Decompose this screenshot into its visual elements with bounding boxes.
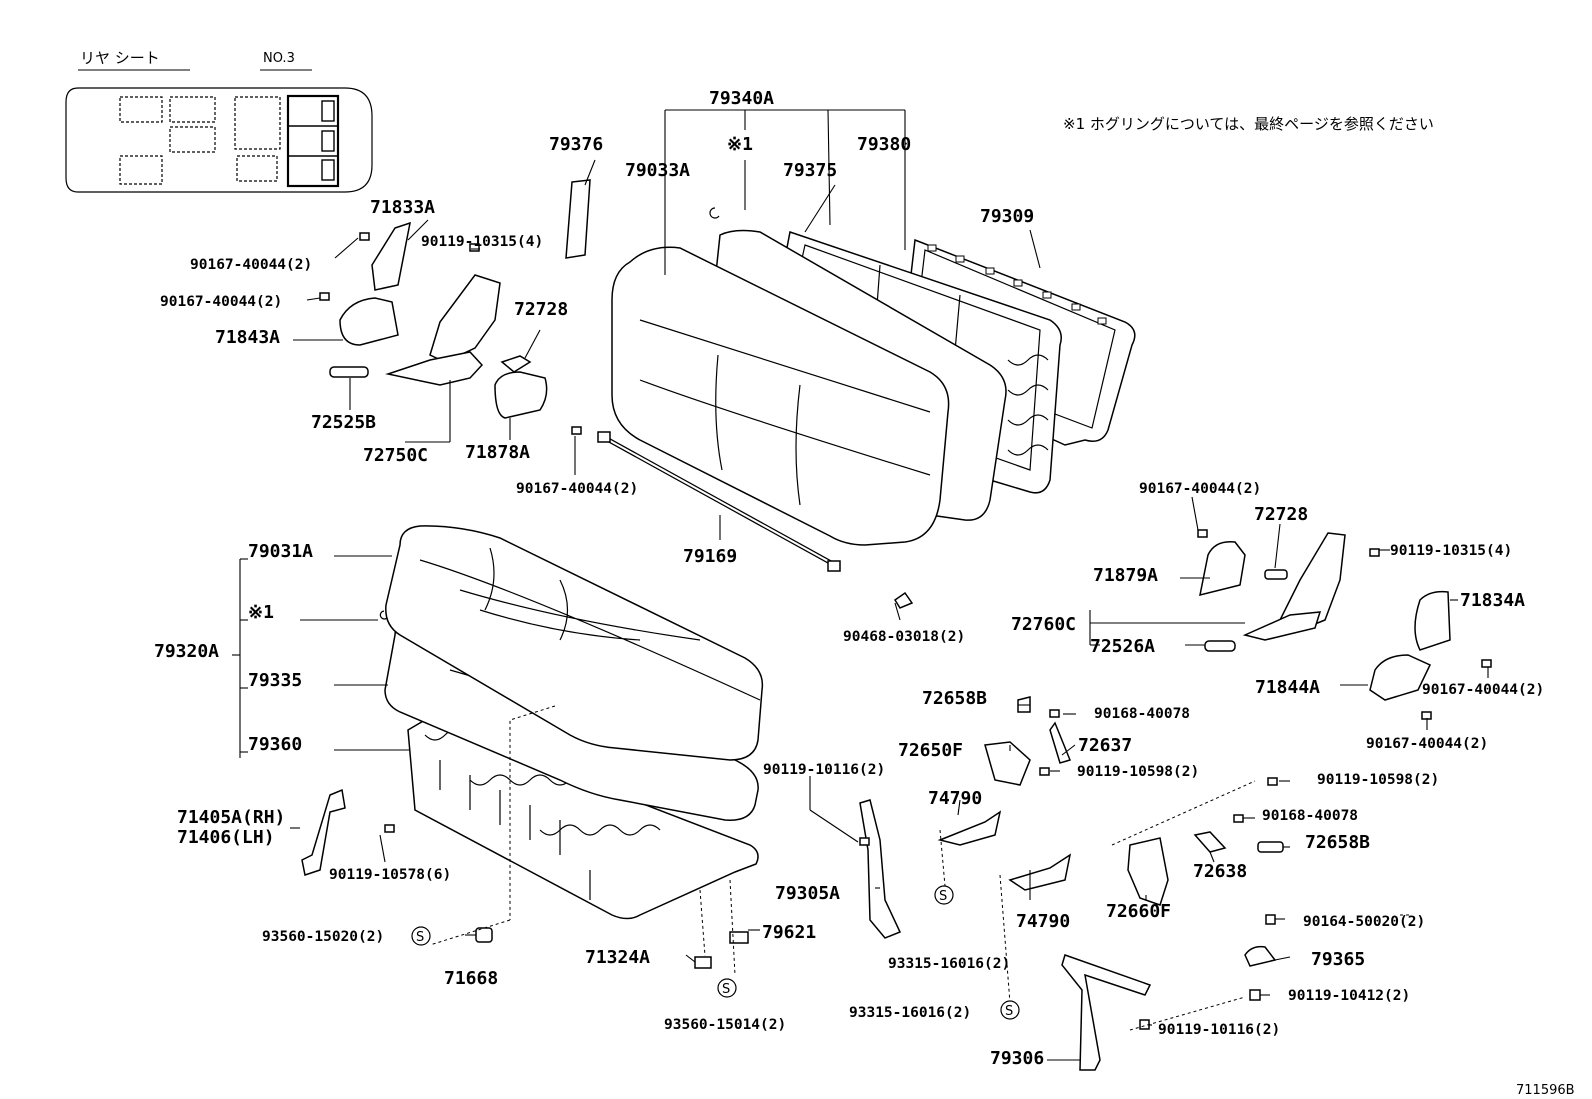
part-label-79305A: 79305A xyxy=(775,883,840,904)
part-label-ring-ref-lower: ※1 xyxy=(248,602,274,623)
section-title: リヤ シート xyxy=(80,49,160,67)
part-label-71668: 71668 xyxy=(444,968,498,989)
part-label-90119-10578: 90119-10578(6) xyxy=(329,867,451,883)
part-label-90119-10598-right: 90119-10598(2) xyxy=(1317,772,1439,788)
part-label-72728-left: 72728 xyxy=(514,299,568,320)
part-label-ring-ref-upper: ※1 xyxy=(727,134,753,155)
part-label-72525B: 72525B xyxy=(311,412,376,433)
part-label-79375: 79375 xyxy=(783,160,837,181)
part-label-79360: 79360 xyxy=(248,734,302,755)
part-label-79621: 79621 xyxy=(762,922,816,943)
svg-text:S: S xyxy=(416,930,424,945)
part-label-79340A: 79340A xyxy=(709,88,774,109)
part-label-90468-03018: 90468-03018(2) xyxy=(843,629,965,645)
part-label-72526A: 72526A xyxy=(1090,636,1155,657)
hog-ring-lower xyxy=(379,610,388,620)
svg-text:S: S xyxy=(939,889,947,904)
lower-rod xyxy=(597,431,841,572)
part-label-74790-lower: 74790 xyxy=(1016,911,1070,932)
part-label-79169: 79169 xyxy=(683,546,737,567)
left-recliner-hardware xyxy=(319,221,582,435)
part-label-93315-16016-b: 93315-16016(2) xyxy=(849,1005,971,1021)
part-label-72637: 72637 xyxy=(1078,735,1132,756)
part-label-79031A: 79031A xyxy=(248,541,313,562)
part-label-90119-10315-left: 90119-10315(4) xyxy=(421,234,543,250)
part-label-90164-50020: 90164-50020(2) xyxy=(1303,914,1425,930)
part-label-79380: 79380 xyxy=(857,134,911,155)
part-label-72658B-upper: 72658B xyxy=(922,688,987,709)
part-label-72660F: 72660F xyxy=(1106,901,1171,922)
part-label-90119-10412: 90119-10412(2) xyxy=(1288,988,1410,1004)
part-label-90119-10315-right: 90119-10315(4) xyxy=(1390,543,1512,559)
part-label-71833A: 71833A xyxy=(370,197,435,218)
part-label-93560-15014: 93560-15014(2) xyxy=(664,1017,786,1033)
brackets-and-fasteners xyxy=(301,591,1284,1071)
part-label-72650F: 72650F xyxy=(898,740,963,761)
part-label-72760C: 72760C xyxy=(1011,614,1076,635)
part-label-90167-40044-a: 90167-40044(2) xyxy=(190,257,312,273)
part-label-90167-40044-b: 90167-40044(2) xyxy=(160,294,282,310)
part-label-90167-40044-c: 90167-40044(2) xyxy=(516,481,638,497)
part-label-71879A: 71879A xyxy=(1093,565,1158,586)
drawing-code: 711596B xyxy=(1516,1083,1575,1098)
part-label-90119-10598-center: 90119-10598(2) xyxy=(1077,764,1199,780)
vehicle-layout-thumbnail xyxy=(65,87,373,193)
part-label-71844A: 71844A xyxy=(1255,677,1320,698)
part-label-71834A: 71834A xyxy=(1460,590,1525,611)
svg-text:S: S xyxy=(722,982,730,997)
hog-ring-upper xyxy=(709,207,720,219)
seat-back-cover xyxy=(611,246,950,546)
part-labels: 79340A 79376 ※1 79380 79033A 79375 79309… xyxy=(154,88,1544,1069)
part-label-72728-right: 72728 xyxy=(1254,504,1308,525)
part-label-79335: 79335 xyxy=(248,670,302,691)
hog-ring-note: ※1 ホグリングについては、最終ページを参照ください xyxy=(1063,115,1434,133)
leader-lines xyxy=(232,109,1489,1061)
part-label-71878A: 71878A xyxy=(465,442,530,463)
part-label-90168-40078-lower: 90168-40078 xyxy=(1262,808,1358,824)
part-label-90167-40044-e: 90167-40044(2) xyxy=(1422,682,1544,698)
part-label-90119-10116-lower: 90119-10116(2) xyxy=(1158,1022,1280,1038)
part-label-93315-16016-a: 93315-16016(2) xyxy=(888,956,1010,972)
headrest-pad xyxy=(565,179,591,259)
part-label-71843A: 71843A xyxy=(215,327,280,348)
part-label-79033A: 79033A xyxy=(625,160,690,181)
variant-label: NO.3 xyxy=(263,51,295,66)
part-label-90167-40044-f: 90167-40044(2) xyxy=(1366,736,1488,752)
part-label-90168-40078-upper: 90168-40078 xyxy=(1094,706,1190,722)
s-markers: S S S S xyxy=(411,885,1020,1020)
svg-text:S: S xyxy=(1005,1004,1013,1019)
part-label-93560-15020: 93560-15020(2) xyxy=(262,929,384,945)
part-label-79365: 79365 xyxy=(1311,949,1365,970)
part-label-71324A: 71324A xyxy=(585,947,650,968)
part-label-90167-40044-d: 90167-40044(2) xyxy=(1139,481,1261,497)
part-label-90119-10116-center: 90119-10116(2) xyxy=(763,762,885,778)
header: リヤ シート NO.3 ※1 ホグリングについては、最終ページを参照ください 7… xyxy=(78,49,1575,1098)
part-label-74790-upper: 74790 xyxy=(928,788,982,809)
right-recliner-hardware xyxy=(1197,529,1492,720)
part-label-71406-lh: 71406(LH) xyxy=(177,827,275,848)
part-label-79376: 79376 xyxy=(549,134,603,155)
part-label-79309: 79309 xyxy=(980,206,1034,227)
part-label-79306: 79306 xyxy=(990,1048,1044,1069)
dashed-leader-lines xyxy=(429,705,1410,1031)
part-label-72658B-lower: 72658B xyxy=(1305,832,1370,853)
part-label-72638: 72638 xyxy=(1193,861,1247,882)
part-label-71405A-rh: 71405A(RH) xyxy=(177,807,285,828)
seat-cushion-cover xyxy=(385,525,764,761)
part-label-79320A: 79320A xyxy=(154,641,219,662)
part-label-72750C: 72750C xyxy=(363,445,428,466)
